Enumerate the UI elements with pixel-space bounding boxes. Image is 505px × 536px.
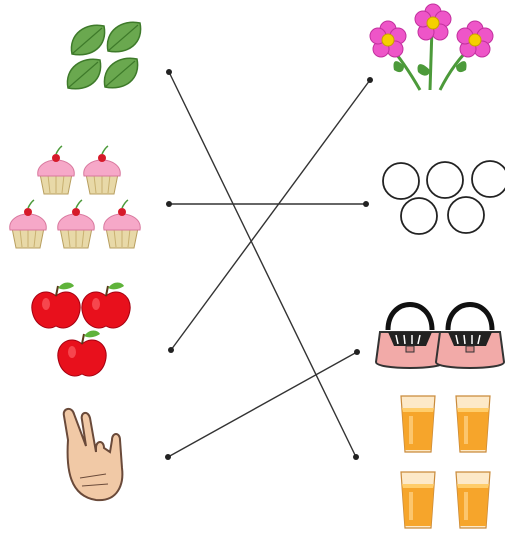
apple-icon: [58, 331, 106, 377]
connection-lines: [168, 72, 370, 457]
purses-group: [376, 305, 504, 369]
apple-icon: [82, 283, 130, 329]
leaf-icon: [67, 59, 100, 89]
ring-icon: [401, 198, 437, 234]
connection-dot: [354, 349, 360, 355]
juice-glasses-group: [401, 396, 490, 528]
juice-glass-icon: [401, 396, 435, 452]
flowers-group: [370, 4, 493, 90]
leaves-group: [67, 22, 140, 89]
leaf-icon: [104, 58, 137, 88]
connection-dot: [168, 347, 174, 353]
purse-icon: [376, 305, 444, 369]
cupcake-icon: [84, 146, 121, 194]
connection-line-leaves-juice: [169, 72, 356, 457]
juice-glass-icon: [401, 472, 435, 528]
connection-dot: [166, 201, 172, 207]
ring-icon: [383, 163, 419, 199]
purse-icon: [436, 305, 504, 369]
flower-icon: [370, 21, 406, 57]
ring-icon: [427, 162, 463, 198]
ring-icon: [472, 161, 505, 197]
leaf-icon: [71, 25, 104, 55]
connection-dot: [166, 69, 172, 75]
apple-icon: [32, 283, 80, 329]
flower-icon: [457, 21, 493, 57]
connection-dot: [363, 201, 369, 207]
cupcake-icon: [10, 200, 47, 248]
rings-group: [383, 161, 505, 234]
connection-line-fingers-purses: [168, 352, 357, 457]
connection-line-apples-flowers: [171, 80, 370, 350]
juice-glass-icon: [456, 472, 490, 528]
cupcake-icon: [104, 200, 141, 248]
juice-glass-icon: [456, 396, 490, 452]
connection-dot: [367, 77, 373, 83]
cupcake-icon: [38, 146, 75, 194]
connection-dot: [353, 454, 359, 460]
hand-two-fingers-icon: [64, 409, 123, 500]
flower-icon: [415, 4, 451, 40]
cupcakes-group: [10, 146, 141, 248]
connection-dot: [165, 454, 171, 460]
cupcake-icon: [58, 200, 95, 248]
ring-icon: [448, 197, 484, 233]
leaf-icon: [107, 22, 140, 52]
apples-group: [32, 283, 130, 377]
